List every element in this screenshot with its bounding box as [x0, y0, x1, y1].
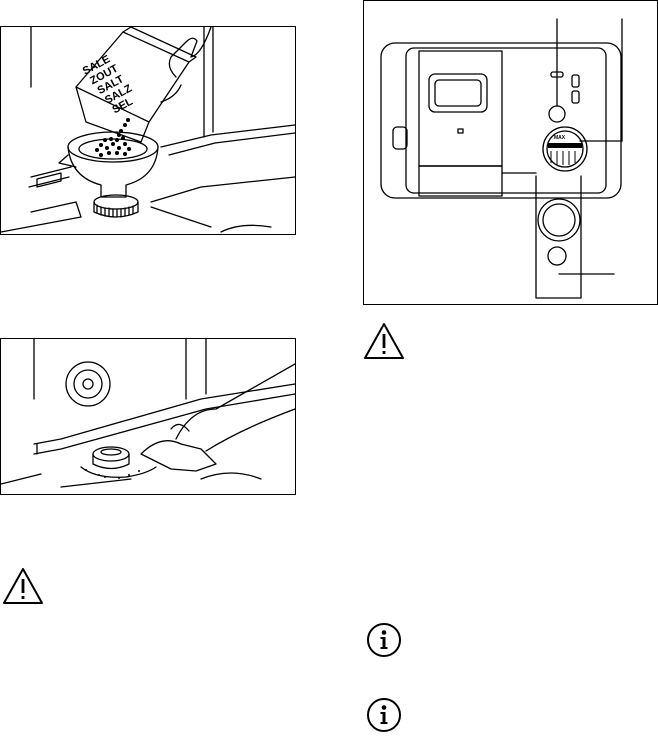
info-icon-2 [366, 697, 402, 733]
warning-icon-2 [2, 567, 44, 605]
salt-filling-illustration: SALE ZOUT SALT SALZ SEL [1, 27, 295, 234]
info-icon [366, 622, 402, 658]
salt-filling-figure: SALE ZOUT SALT SALZ SEL [0, 26, 296, 235]
indicator-max-label: MAX [554, 135, 566, 141]
dispenser-illustration: MAX [364, 1, 657, 304]
dispenser-figure: MAX [363, 0, 658, 305]
wipe-salt-figure [0, 338, 296, 495]
wipe-salt-illustration [1, 339, 295, 494]
warning-icon [363, 322, 405, 360]
